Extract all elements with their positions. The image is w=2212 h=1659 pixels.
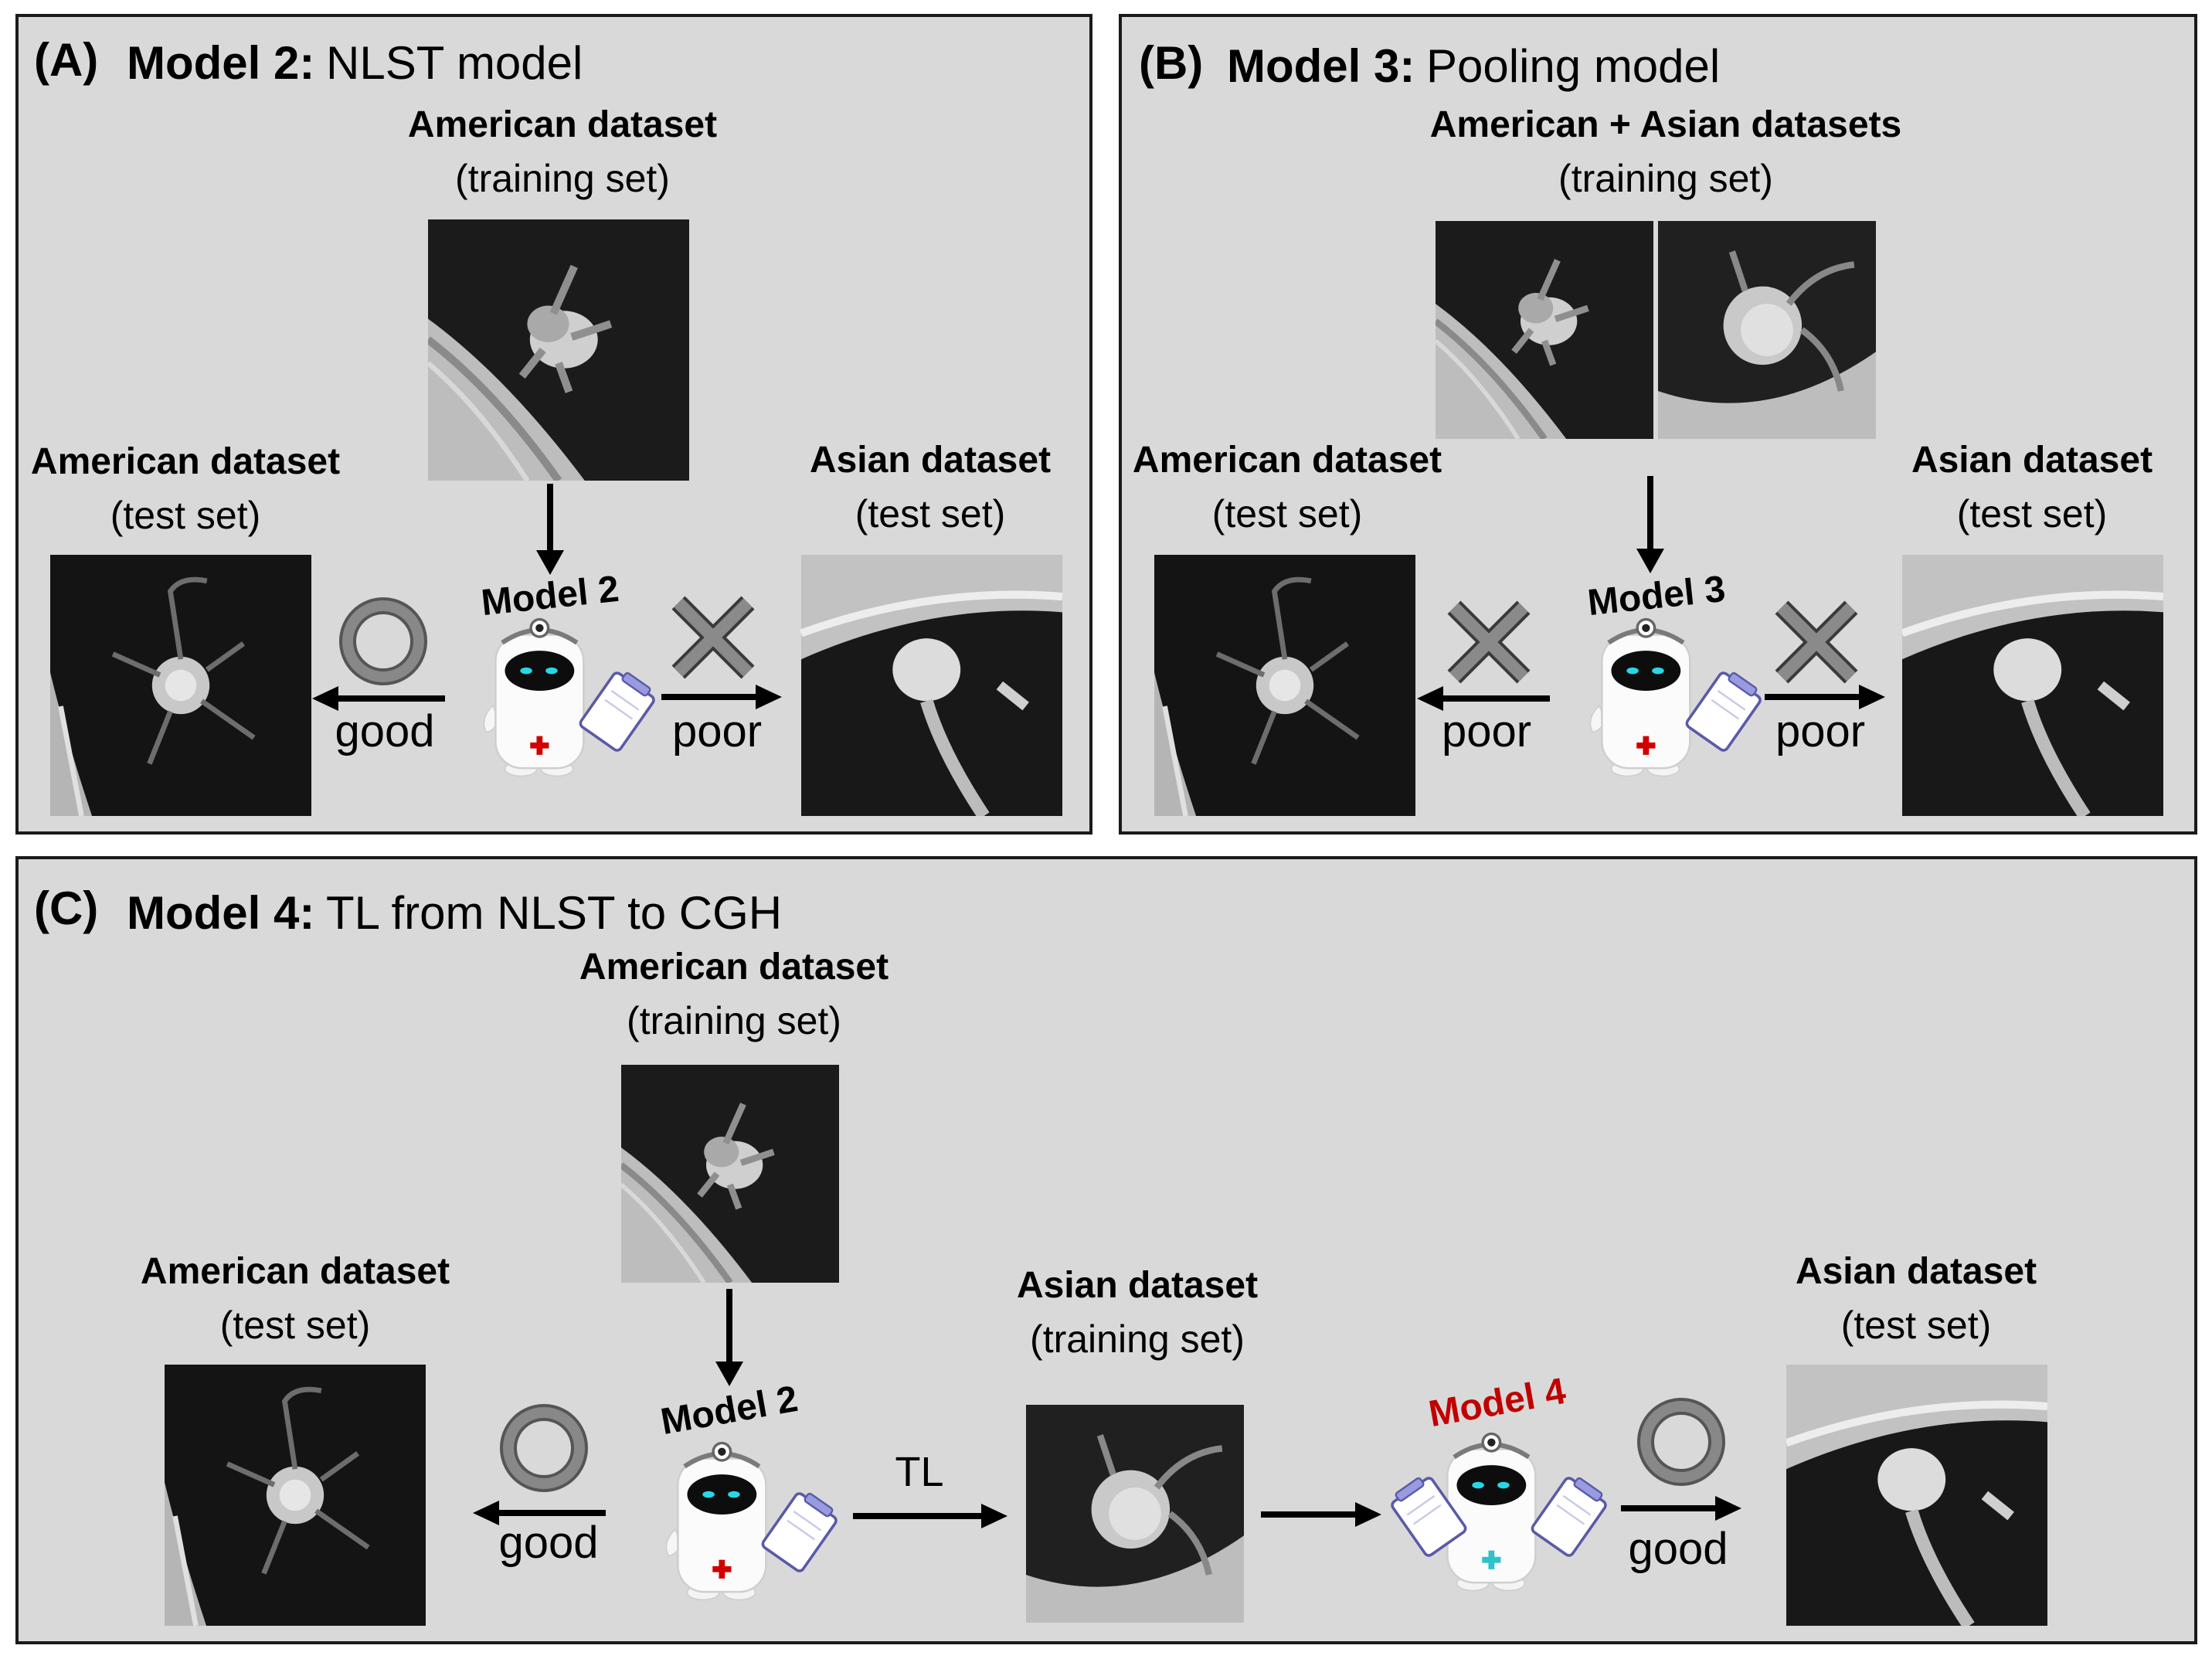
- arrow-left: [473, 1499, 606, 1527]
- panel-c-model-desc: TL from NLST to CGH: [326, 887, 783, 939]
- asian-test-scan: [1902, 555, 2163, 816]
- asian-train-scan: [1658, 221, 1876, 439]
- panel-c-mid-subtitle: (training set): [1030, 1317, 1245, 1361]
- panel-c-mid-title: Asian dataset: [1016, 1265, 1259, 1306]
- panel-a-train-subtitle: (training set): [455, 157, 670, 200]
- arrow-left: [312, 685, 445, 712]
- asian-test-scan: [800, 555, 1063, 816]
- panel-a-tag: (A): [34, 34, 99, 86]
- panel-c-right-subtitle: (test set): [1840, 1304, 1992, 1347]
- panel-c-model-name: Model 4:: [127, 887, 315, 939]
- panel-c-right-title: Asian dataset: [1795, 1251, 2037, 1292]
- robot-model-2: [655, 1426, 802, 1612]
- arrow-left: [1417, 685, 1550, 712]
- american-test-scan: [1154, 555, 1415, 816]
- asian-train-scan: [1026, 1405, 1244, 1623]
- american-train-scan: [428, 219, 689, 481]
- circle-icon: [337, 595, 430, 688]
- panel-b-tag: (B): [1139, 37, 1204, 89]
- robot-model-4: [1425, 1417, 1572, 1603]
- panel-b-model-name: Model 3:: [1227, 40, 1415, 92]
- panel-a-left-subtitle: (test set): [110, 494, 261, 537]
- arrow-down: [712, 1289, 746, 1386]
- panel-c-tag: (C): [34, 882, 99, 934]
- panel-b-model-desc: Pooling model: [1426, 40, 1721, 92]
- cross-icon: [1774, 600, 1859, 685]
- panel-a-train-title: American dataset: [407, 104, 718, 145]
- panel-a-model-name: Model 2:: [127, 37, 315, 89]
- arrow-right: [1261, 1501, 1381, 1528]
- circle-icon: [1635, 1396, 1728, 1488]
- arrow-right: [1621, 1494, 1741, 1522]
- american-train-scan: [1436, 221, 1653, 439]
- panel-c-left-result: good: [498, 1518, 599, 1568]
- panel-b-left-subtitle: (test set): [1211, 492, 1363, 535]
- arrow-down: [533, 484, 567, 575]
- panel-a-left-title: American dataset: [30, 441, 341, 482]
- clipboard-icon: [1677, 666, 1769, 759]
- clipboard-icon: [570, 666, 663, 759]
- panel-a-left-result: good: [335, 706, 435, 756]
- panel-c-left-title: American dataset: [140, 1251, 450, 1292]
- american-test-scan: [49, 555, 312, 816]
- robot-model-2: [473, 603, 620, 788]
- panel-c-tl-label: TL: [895, 1449, 944, 1495]
- panel-c-left-subtitle: (test set): [219, 1304, 371, 1347]
- robot-model-3: [1579, 603, 1726, 788]
- panel-a-model-desc: NLST model: [326, 37, 583, 89]
- panel-b-right-subtitle: (test set): [1956, 492, 2108, 535]
- american-train-scan: [621, 1065, 839, 1283]
- clipboard-icon: [753, 1487, 845, 1579]
- clipboard-icon: [1522, 1471, 1615, 1564]
- arrow-down: [1633, 476, 1667, 573]
- clipboard-icon: [1383, 1471, 1476, 1564]
- panel-b-left-title: American dataset: [1132, 440, 1442, 481]
- arrow-right: [1765, 683, 1885, 711]
- panel-c-train-title: American dataset: [579, 947, 889, 988]
- circle-icon: [498, 1402, 590, 1494]
- panel-a-right-title: Asian dataset: [809, 440, 1052, 481]
- panel-a-right-result: poor: [671, 706, 763, 756]
- panel-b-right-title: Asian dataset: [1911, 440, 2153, 481]
- cross-icon: [671, 595, 756, 680]
- panel-b-left-result: poor: [1441, 706, 1532, 756]
- panel-a-right-subtitle: (test set): [855, 492, 1006, 535]
- asian-test-scan: [1786, 1365, 2047, 1626]
- american-test-scan: [164, 1365, 426, 1626]
- panel-b-train-subtitle: (training set): [1558, 157, 1773, 200]
- panel-b-train-title: American + Asian datasets: [1429, 104, 1902, 145]
- cross-icon: [1446, 600, 1531, 685]
- panel-c-train-subtitle: (training set): [627, 999, 841, 1042]
- arrow-tl: [853, 1502, 1007, 1530]
- panel-b-right-result: poor: [1775, 706, 1866, 756]
- arrow-right: [661, 683, 782, 711]
- panel-c-right-result: good: [1628, 1524, 1728, 1574]
